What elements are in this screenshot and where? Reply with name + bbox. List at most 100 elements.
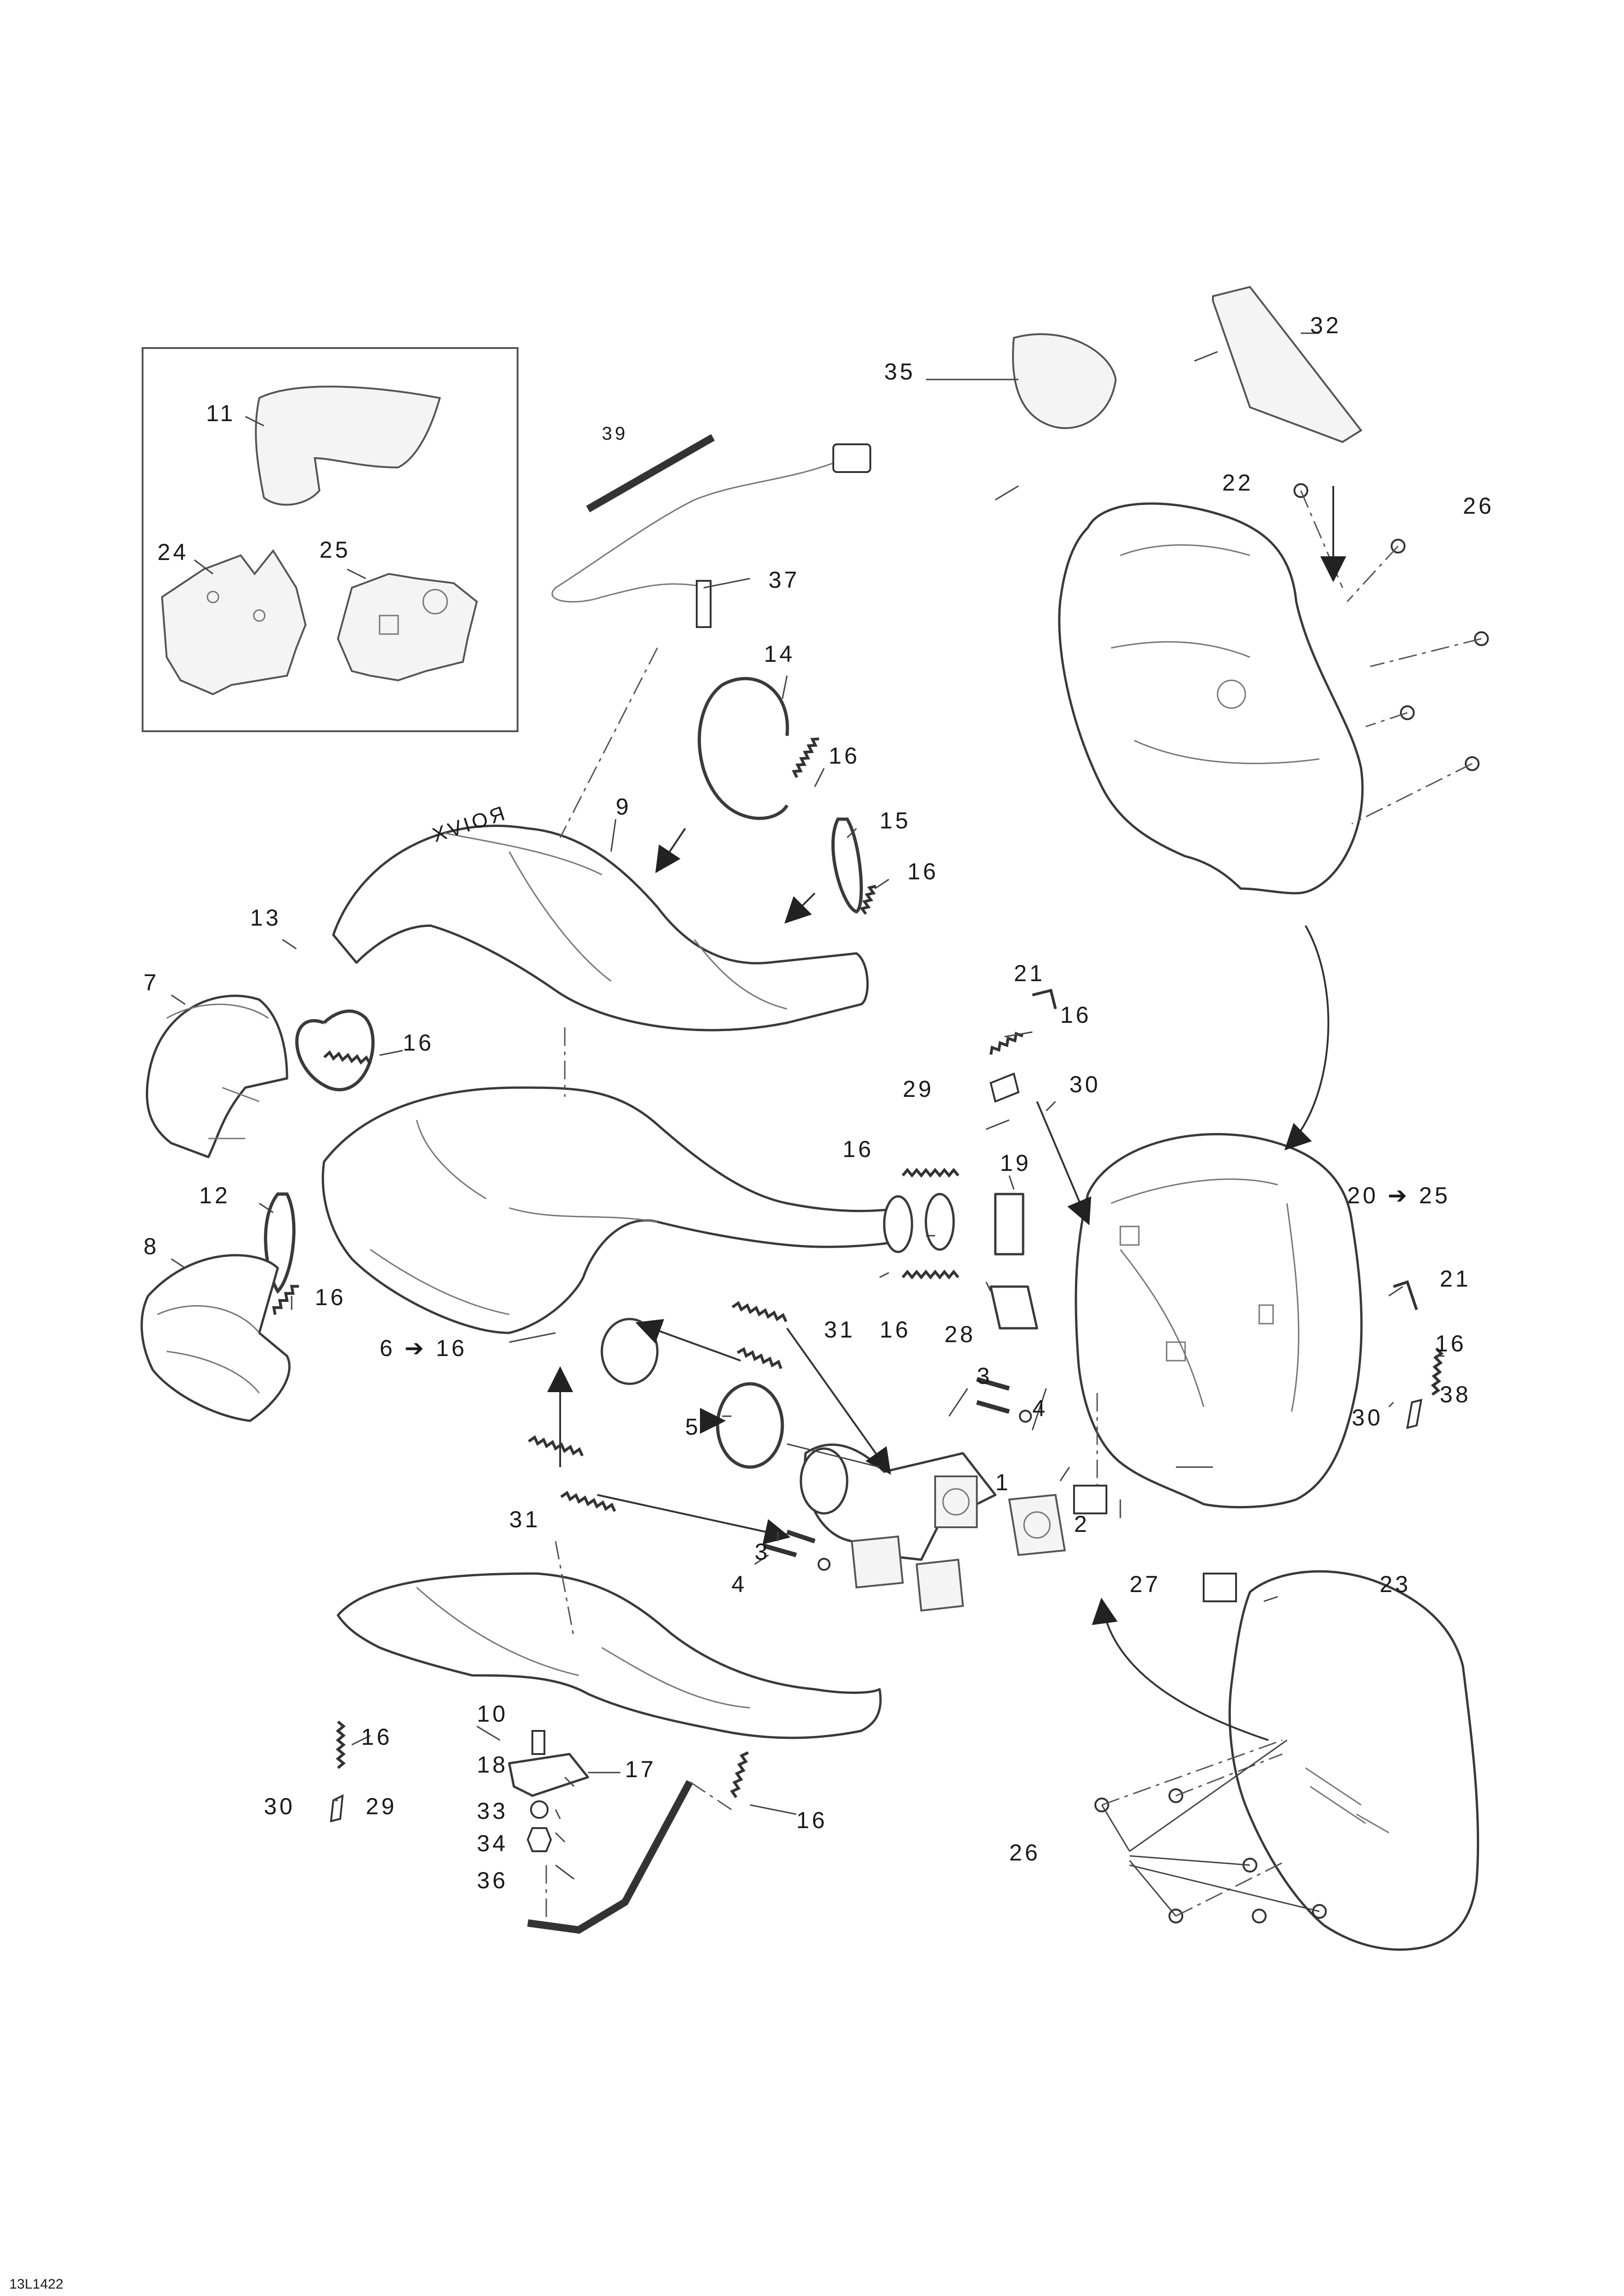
part-3-bolt bbox=[763, 1377, 1010, 1557]
callout-26: 26 bbox=[1463, 493, 1494, 519]
callout-3: 3 bbox=[977, 1363, 993, 1389]
callout-15: 15 bbox=[880, 808, 911, 834]
part-28-bracket bbox=[989, 1285, 1038, 1330]
part-13-ring bbox=[295, 1009, 375, 1091]
part-39-rod bbox=[586, 434, 715, 512]
callout-3: 3 bbox=[755, 1539, 770, 1565]
callout-16: 16 bbox=[880, 1317, 911, 1343]
part-37-oxygen-sensor-cable bbox=[551, 460, 841, 603]
callout-36: 36 bbox=[477, 1867, 508, 1893]
part-17-bracket bbox=[508, 1753, 589, 1797]
assembly-line bbox=[1370, 638, 1482, 667]
callout-9: 9 bbox=[616, 794, 631, 820]
part-2-gasket bbox=[1008, 1493, 1066, 1556]
part-26-fastener bbox=[1252, 1909, 1267, 1923]
part-15-ring bbox=[831, 817, 863, 914]
part-7-cover bbox=[145, 995, 288, 1158]
callout-29: 29 bbox=[903, 1076, 934, 1102]
part-29-clip bbox=[330, 1794, 344, 1823]
part-10-heat-cover bbox=[337, 1572, 882, 1739]
callout-26: 26 bbox=[1009, 1840, 1041, 1866]
callout-39: 39 bbox=[602, 423, 628, 444]
part-20-muffler bbox=[1074, 1133, 1363, 1509]
part-16-spring bbox=[272, 1285, 299, 1315]
part-18-bolt bbox=[531, 1730, 545, 1755]
part-29-clip bbox=[989, 1072, 1020, 1103]
part-16-spring bbox=[859, 884, 876, 915]
assembly-line bbox=[689, 1781, 732, 1811]
callout-27: 27 bbox=[1130, 1571, 1161, 1597]
callout-19: 19 bbox=[1000, 1150, 1031, 1176]
callout-16: 16 bbox=[829, 743, 860, 769]
callout-16: 16 bbox=[315, 1284, 346, 1310]
part-16-spring bbox=[901, 1269, 960, 1280]
drawing-reference-code: 13L1422 bbox=[9, 2277, 63, 2292]
callout-16: 16 bbox=[907, 859, 939, 884]
part-36-support-rod bbox=[527, 1780, 693, 1934]
callout-11: 11 bbox=[206, 400, 236, 426]
part-16-spring bbox=[730, 1751, 749, 1798]
callout-24: 24 bbox=[157, 539, 189, 565]
assembly-arrow bbox=[635, 1319, 741, 1362]
callout-7: 7 bbox=[144, 970, 159, 996]
part-25-heat-shield bbox=[337, 572, 478, 682]
assembly-line bbox=[559, 647, 658, 838]
part-34-nut bbox=[526, 1827, 552, 1852]
callout-16: 16 bbox=[1435, 1331, 1467, 1356]
callout-31: 31 bbox=[509, 1506, 541, 1532]
part-37-connector bbox=[832, 443, 871, 473]
part-35-shield bbox=[1012, 333, 1117, 429]
part-27-grommet bbox=[1073, 1485, 1107, 1514]
part-16-spring bbox=[792, 737, 819, 778]
part-2-gasket bbox=[915, 1558, 964, 1612]
callout-8: 8 bbox=[144, 1233, 159, 1259]
callout-37: 37 bbox=[768, 567, 800, 593]
callout-31: 31 bbox=[824, 1317, 856, 1343]
assembly-arrow bbox=[597, 1494, 791, 1545]
callout-13: 13 bbox=[250, 905, 281, 931]
callout-28: 28 bbox=[944, 1321, 976, 1347]
assembly-arrow bbox=[786, 1327, 891, 1475]
part-31-spring bbox=[528, 1435, 584, 1456]
part-8-cover bbox=[140, 1254, 291, 1422]
part-19-sleeve bbox=[994, 1193, 1024, 1256]
assembly-line bbox=[555, 1541, 575, 1639]
callout-23: 23 bbox=[1380, 1571, 1411, 1597]
callout-32: 32 bbox=[1310, 312, 1342, 338]
callout-14: 14 bbox=[764, 641, 795, 667]
callout-6: 6 ➔ 16 bbox=[380, 1335, 467, 1361]
assembly-arrow bbox=[655, 828, 686, 873]
callout-10: 10 bbox=[477, 1701, 508, 1727]
callout-21: 21 bbox=[1440, 1266, 1471, 1292]
part-4-washer bbox=[818, 1558, 831, 1571]
part-5-gasket bbox=[716, 1382, 784, 1469]
callout-18: 18 bbox=[477, 1752, 508, 1778]
callout-29: 29 bbox=[366, 1793, 397, 1819]
assembly-arrow bbox=[784, 892, 816, 924]
callout-12: 12 bbox=[199, 1182, 231, 1208]
part-16-spring bbox=[323, 1050, 371, 1065]
callout-30: 30 bbox=[1352, 1405, 1383, 1431]
part-32-shield bbox=[1212, 286, 1362, 443]
part-2-gasket bbox=[850, 1535, 904, 1589]
part-31-spring bbox=[737, 1347, 782, 1369]
part-24-heat-shield bbox=[161, 549, 307, 696]
part-11-heat-shield bbox=[255, 386, 441, 506]
part-31-spring bbox=[731, 1300, 787, 1322]
assembly-line bbox=[1300, 490, 1343, 588]
callout-16: 16 bbox=[843, 1136, 874, 1162]
assembly-line bbox=[1365, 712, 1408, 728]
callout-16: 16 bbox=[1060, 1002, 1092, 1028]
part-6-outlet-flange bbox=[600, 1318, 659, 1385]
callout-38: 38 bbox=[1440, 1381, 1471, 1407]
callout-22: 22 bbox=[1222, 470, 1254, 496]
part-14-ring bbox=[698, 677, 789, 820]
callout-4: 4 bbox=[731, 1571, 747, 1597]
callout-30: 30 bbox=[264, 1793, 295, 1819]
assembly-arrow bbox=[1092, 1598, 1269, 1741]
part-23-shield bbox=[1228, 1570, 1480, 1951]
part-22-shield bbox=[1058, 502, 1364, 895]
callout-1: 1 bbox=[995, 1469, 1011, 1495]
part-21-clip bbox=[1393, 1280, 1418, 1310]
assembly-line bbox=[1346, 545, 1399, 603]
